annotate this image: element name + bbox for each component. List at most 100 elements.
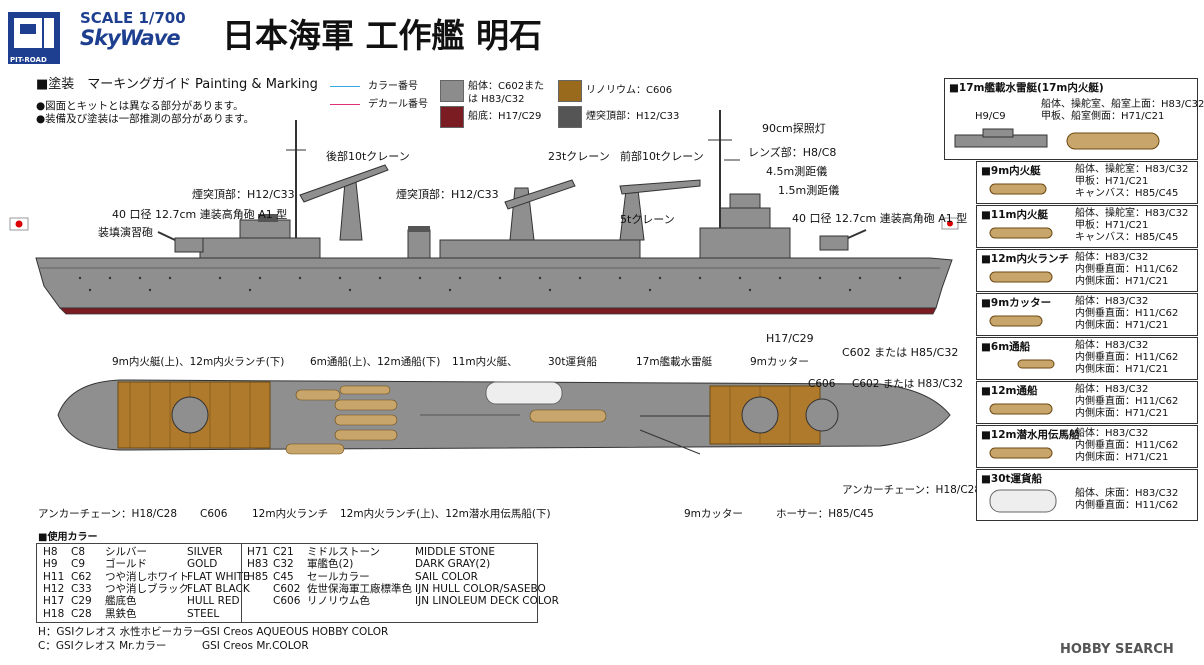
color-cell: H8 <box>43 546 58 558</box>
color-cell: C29 <box>71 595 92 608</box>
series-logo: SkyWave <box>80 26 181 50</box>
footer-mr-en: GSI Creos Mr.COLOR <box>202 640 309 652</box>
label-barge-30t: 30t運貨船 <box>548 356 597 368</box>
boat-line: H9/C9 <box>975 111 1006 122</box>
label-c606-top: C606 <box>808 378 836 390</box>
boat-line: 内側垂直面：H11/C62 <box>1075 500 1179 511</box>
boat-box-12m-dive: ■12m潜水用伝馬船 船体：H83/C32 内側垂直面：H11/C62 内側床面… <box>976 425 1198 468</box>
scale-label: SCALE 1/700 <box>80 9 186 27</box>
boat-title: ■12m潜水用伝馬船 <box>981 429 1080 441</box>
footer-mr-jp: C：GSIクレオス Mr.カラー <box>38 640 167 652</box>
boat-line: 内側垂直面：H11/C62 <box>1075 440 1179 451</box>
boat-line: 内側床面：H71/C21 <box>1075 320 1169 331</box>
boat-11m-icon <box>989 227 1053 239</box>
boat-12m-icon <box>989 403 1053 415</box>
boat-line: 甲板：H71/C21 <box>1075 176 1149 187</box>
footer-hobby-en: GSI Creos AQUEOUS HOBBY COLOR <box>202 626 389 638</box>
boat-line: 内側床面：H71/C21 <box>1075 364 1169 375</box>
color-cell: 黒鉄色 <box>105 607 137 620</box>
maker-label: PIT-ROAD <box>10 56 47 64</box>
boat-line: 内側垂直面：H11/C62 <box>1075 264 1179 275</box>
color-cell: H9 <box>43 558 58 571</box>
page-title: 日本海軍 工作艦 明石 <box>222 16 542 55</box>
boat-line: 船体、操舵室、船室上面：H83/C32 <box>1041 99 1204 110</box>
color-cell: FLAT BLACK <box>187 582 250 595</box>
boat-line: 内側垂直面：H11/C62 <box>1075 396 1179 407</box>
color-cell: H17 <box>43 595 65 608</box>
boat-line: 内側床面：H71/C21 <box>1075 276 1169 287</box>
label-boat-9m-12m: 9m内火艇(上)、12m内火ランチ(下) <box>112 356 285 368</box>
color-cell: リノリウム色 <box>307 595 370 608</box>
boat-line: 船体、操舵室：H83/C32 <box>1075 208 1189 219</box>
boat-line: 船体：H83/C32 <box>1075 384 1149 395</box>
label-launch-tender: 12m内火ランチ(上)、12m潜水用伝馬船(下) <box>340 508 551 520</box>
color-cell: ゴールド <box>105 558 147 571</box>
boat-line: 内側垂直面：H11/C62 <box>1075 308 1179 319</box>
boat-box-6m: ■6m通船 船体：H83/C32 内側垂直面：H11/C62 内側床面：H71/… <box>976 337 1198 380</box>
label-anchor-chain-fore: アンカーチェーン：H18/C28 <box>842 484 982 496</box>
color-cell: MIDDLE STONE <box>415 546 495 558</box>
label-cutter-9m: 9mカッター <box>750 356 809 368</box>
ship-side-profile <box>9 110 959 315</box>
label-hawser: ホーサー：H85/C45 <box>776 508 874 520</box>
boat-title: ■12m通船 <box>981 385 1038 397</box>
boat-box-17m: ■17m艦載水雷艇(17m内火艇) 船体、操舵室、船室上面：H83/C32 甲板… <box>944 78 1204 160</box>
color-cell: H11 <box>43 570 65 583</box>
label-hull-top: C602 または H83/C32 <box>852 378 964 390</box>
note-1: ●図面とキットとは異なる部分があります。 <box>36 100 244 112</box>
color-cell: C45 <box>273 570 294 583</box>
watermark: HOBBY SEARCH <box>1060 642 1174 657</box>
color-cell: H83 <box>247 558 269 571</box>
swatch-hull-label: 船体：C602または H83/C32 <box>468 81 545 105</box>
label-aa-gun-fore: 40 口径 12.7cm 連装高角砲 A1 型 <box>792 212 968 225</box>
boat-box-12m-launch: ■12m内火ランチ 船体：H83/C32 内側垂直面：H11/C62 内側床面：… <box>976 249 1198 292</box>
swatch-funnel-label: 煙突頂部：H12/C33 <box>586 111 680 122</box>
footer-hobby-jp: H：GSIクレオス 水性ホビーカラー <box>38 626 204 638</box>
color-number-label: カラー番号 <box>368 81 418 92</box>
swatch-bottom <box>440 106 464 128</box>
swatch-bottom-label: 船底：H17/C29 <box>468 111 542 122</box>
cutter-9m-icon <box>989 315 1043 327</box>
launch-12m-icon <box>989 271 1053 283</box>
color-cell: つや消しブラック <box>105 582 189 595</box>
label-fore-crane: 前部10tクレーン <box>620 150 704 163</box>
boat-title: ■11m内火艇 <box>981 209 1048 221</box>
color-cell: H12 <box>43 582 65 595</box>
label-searchlight: 90cm探照灯 <box>762 122 826 135</box>
boat-17m-side <box>954 128 1048 148</box>
boat-line: キャンバス：H85/C45 <box>1075 188 1179 199</box>
boat-line: 内側床面：H71/C21 <box>1075 408 1169 419</box>
boat-line: 船体：H83/C32 <box>1075 296 1149 307</box>
boat-line: 船体：H83/C32 <box>1075 340 1149 351</box>
boat-line: 内側床面：H71/C21 <box>1075 452 1169 463</box>
dive-tender-icon <box>989 447 1053 459</box>
boat-box-11m: ■11m内火艇 船体、操舵室：H83/C32 甲板：H71/C21 キャンバス：… <box>976 205 1198 248</box>
boat-9m-icon <box>989 183 1047 195</box>
decal-number-line <box>330 104 360 105</box>
swatch-linoleum <box>558 80 582 102</box>
color-cell: C602 <box>273 582 301 595</box>
label-launch-12m: 12m内火ランチ <box>252 508 329 520</box>
label-bottom-color: H17/C29 <box>766 332 814 345</box>
label-rangefinder-15: 1.5m測距儀 <box>778 184 840 197</box>
label-funnel-top-2: 煙突頂部：H12/C33 <box>396 188 499 201</box>
color-number-line <box>330 86 360 87</box>
color-cell: シルバー <box>105 546 147 558</box>
color-cell: SILVER <box>187 546 223 558</box>
label-rangefinder-45: 4.5m測距儀 <box>766 165 828 178</box>
decal-number-label: デカール番号 <box>368 99 428 110</box>
color-cell: C21 <box>273 546 294 558</box>
boat-line: 甲板、船室側面：H71/C21 <box>1041 111 1165 122</box>
color-cell: セールカラー <box>307 570 370 583</box>
color-cell: C33 <box>71 582 92 595</box>
color-table-heading: ■使用カラー <box>38 532 98 543</box>
label-funnel-top-1: 煙突頂部：H12/C33 <box>192 188 295 201</box>
color-cell: H18 <box>43 607 65 620</box>
label-crane-5t: 5tクレーン <box>620 213 675 226</box>
color-cell: SAIL COLOR <box>415 570 478 583</box>
color-cell: ミドルストーン <box>307 546 380 558</box>
label-hull-color: C602 または H85/C32 <box>842 346 959 359</box>
color-cell: C8 <box>71 546 86 558</box>
color-cell: C28 <box>71 607 92 620</box>
